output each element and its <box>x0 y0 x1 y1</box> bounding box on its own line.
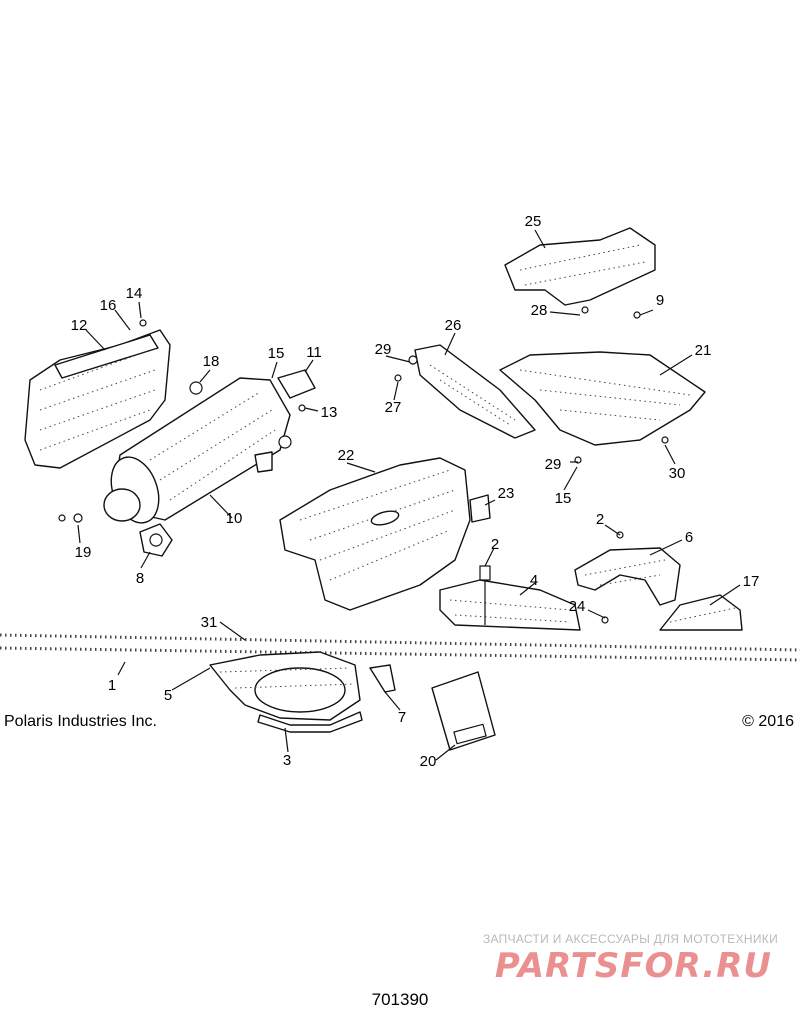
callout-numbers: 14 16 12 18 15 11 13 10 19 8 22 23 25 28… <box>71 213 760 770</box>
callout-8: 8 <box>136 570 144 587</box>
callout-9: 9 <box>656 292 664 309</box>
callout-20: 20 <box>420 753 437 770</box>
watermark-tagline: ЗАПЧАСТИ И АКСЕССУАРЫ ДЛЯ МОТОТЕХНИКИ <box>482 932 778 946</box>
callout-29a: 29 <box>375 341 392 358</box>
callout-19: 19 <box>75 544 92 561</box>
callout-6: 6 <box>685 529 693 546</box>
part-6-heat-shield[interactable] <box>574 547 681 606</box>
callout-5: 5 <box>164 687 172 704</box>
callout-26: 26 <box>445 317 462 334</box>
part-11-bracket[interactable] <box>277 369 316 399</box>
callout-10: 10 <box>226 510 243 527</box>
part-26-heat-shield[interactable] <box>414 344 536 439</box>
callout-1: 1 <box>108 677 116 694</box>
callout-4: 4 <box>530 572 538 589</box>
part-5-head-pipe[interactable] <box>209 651 361 721</box>
callout-2a: 2 <box>596 511 604 528</box>
callout-18: 18 <box>203 353 220 370</box>
callout-25: 25 <box>525 213 542 230</box>
company-name: Polaris Industries Inc. <box>4 713 157 730</box>
callout-24: 24 <box>569 598 586 615</box>
part-7-bracket[interactable] <box>369 664 396 693</box>
callout-23: 23 <box>498 485 515 502</box>
callout-17: 17 <box>743 573 760 590</box>
callout-21: 21 <box>695 342 712 359</box>
part-10-muffler[interactable] <box>103 377 291 529</box>
callout-29b: 29 <box>545 456 562 473</box>
part-23-clip[interactable] <box>469 494 491 523</box>
callout-leaders <box>77 229 741 761</box>
diagram-number: 701390 <box>371 990 429 1009</box>
callout-30: 30 <box>669 465 686 482</box>
callout-11: 11 <box>306 344 322 361</box>
part-22-heat-shield[interactable] <box>279 457 471 611</box>
part-21-heat-shield[interactable] <box>499 351 706 446</box>
callout-15b: 15 <box>555 490 572 507</box>
callout-14: 14 <box>126 285 143 302</box>
callout-15a: 15 <box>268 345 285 362</box>
part-17-heat-shield[interactable] <box>659 594 743 631</box>
callout-28: 28 <box>531 302 548 319</box>
part-20-plate[interactable] <box>431 671 496 751</box>
callout-13: 13 <box>321 404 338 421</box>
callout-22: 22 <box>338 447 355 464</box>
callout-27: 27 <box>385 399 402 416</box>
callout-7: 7 <box>398 709 406 726</box>
part-1-exhaust-pipe[interactable] <box>0 633 800 662</box>
watermark-logo: PARTSFOR.RU <box>494 946 772 986</box>
part-25-heat-shield[interactable] <box>504 227 656 306</box>
callout-31: 31 <box>201 614 218 631</box>
copyright-notice: © 2016 <box>742 713 794 730</box>
part-12-heat-shield[interactable] <box>24 329 171 469</box>
part-4-heat-shield[interactable] <box>439 565 581 631</box>
callout-3: 3 <box>283 752 291 769</box>
part-8-gasket[interactable] <box>139 523 173 557</box>
callout-12: 12 <box>71 317 88 334</box>
callout-16: 16 <box>100 297 117 314</box>
callout-2b: 2 <box>491 536 499 553</box>
part-3-clamp[interactable] <box>257 711 363 733</box>
